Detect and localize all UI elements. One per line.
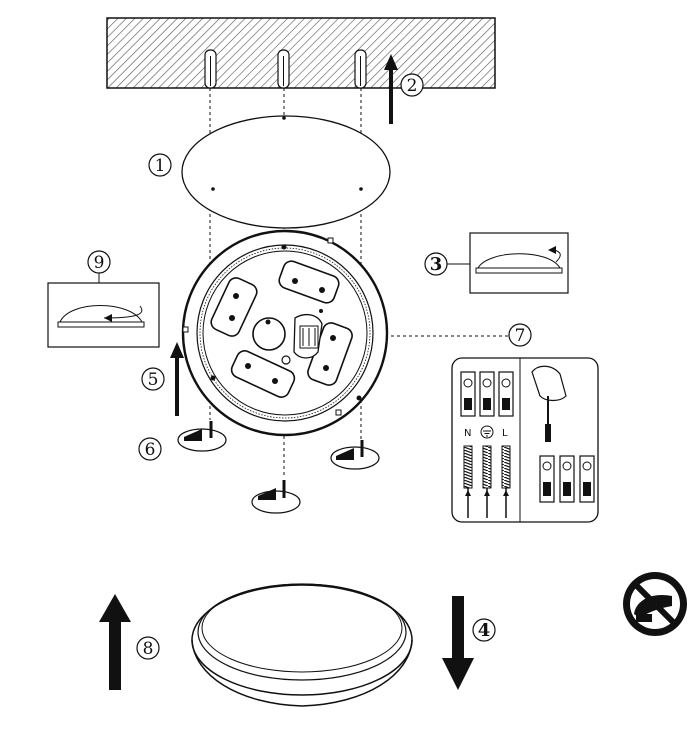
step-8-marker: 8	[136, 636, 160, 660]
wire	[501, 445, 511, 518]
step-9-inset	[47, 273, 160, 348]
lamp-base	[181, 229, 389, 437]
step-6-label: 6	[145, 440, 156, 460]
step-3-label: 3	[430, 254, 443, 275]
ground-icon	[480, 425, 494, 439]
step-1-label: 1	[155, 156, 166, 176]
step-8-label: 8	[143, 639, 154, 659]
no-dimmer-icon	[623, 572, 687, 636]
step-3-marker: 3	[424, 252, 448, 276]
ceiling	[106, 17, 496, 89]
led-module	[230, 350, 296, 398]
step-2-marker: 2	[400, 73, 424, 97]
led-module	[278, 260, 340, 304]
screw	[251, 480, 301, 514]
led-module	[210, 277, 258, 337]
step-8-arrow	[99, 594, 131, 690]
wall-plug	[277, 49, 290, 89]
step-3-inset	[447, 232, 569, 294]
terminal-block	[539, 455, 595, 503]
step-4-arrow	[442, 596, 474, 690]
wiring-box: N L	[451, 357, 599, 523]
step-2-label: 2	[407, 76, 418, 96]
terminal-n-label: N	[464, 428, 471, 439]
step-5-label: 5	[148, 370, 159, 390]
step-1-marker: 1	[148, 153, 172, 177]
step-4-marker: 4	[472, 618, 496, 642]
step-4-label: 4	[478, 620, 491, 641]
wire	[463, 445, 473, 518]
step-7-label: 7	[515, 326, 526, 346]
terminal-l-label: L	[502, 428, 508, 439]
wall-plug	[204, 49, 217, 89]
mounting-template	[181, 115, 391, 229]
screw	[330, 440, 380, 470]
step-7-marker: 7	[508, 323, 532, 347]
terminal-block	[460, 371, 514, 417]
step-9-marker: 9	[87, 250, 111, 274]
step-2-arrow	[384, 54, 398, 124]
step-9-label: 9	[94, 253, 105, 273]
step-6-marker: 6	[138, 437, 162, 461]
wall-plug	[354, 49, 367, 89]
screw	[177, 421, 227, 452]
wire	[482, 445, 492, 518]
screwdriver-hand-icon	[531, 365, 567, 442]
diffuser-ring	[191, 583, 413, 707]
step-5-arrow	[170, 342, 184, 416]
step-5-marker: 5	[141, 367, 165, 391]
